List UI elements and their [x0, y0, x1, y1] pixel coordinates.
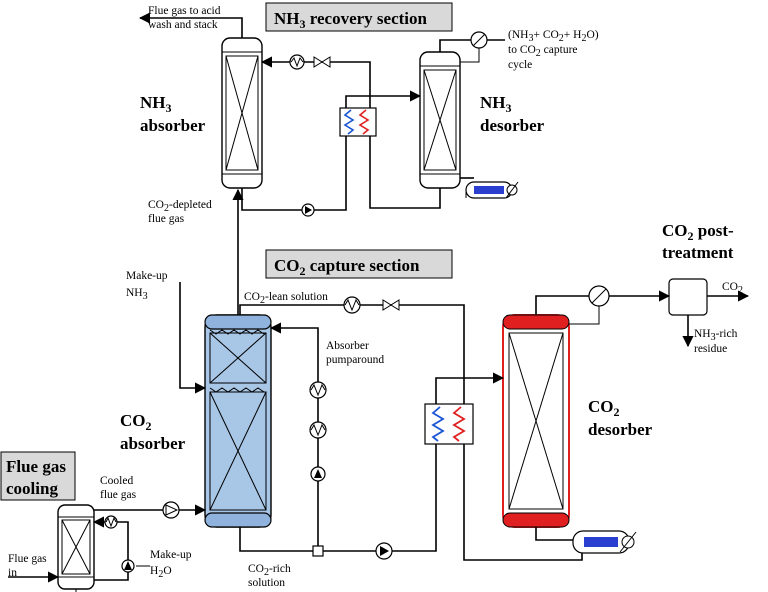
svg-text:CO2 post-: CO2 post-	[662, 221, 734, 243]
co2-product-label: CO2	[722, 281, 743, 296]
nh3-recovery-section-label: NH3 recovery section	[265, 2, 453, 32]
co2-reboiler	[572, 530, 637, 554]
nh3-rich-residue-label: NH3-rich residue	[694, 328, 738, 355]
lean-solution-valve-icon	[382, 299, 400, 311]
svg-text:Make-up: Make-up	[126, 270, 168, 282]
svg-text:residue: residue	[694, 343, 727, 355]
svg-text:Make-up: Make-up	[150, 549, 192, 561]
nh3-cross-heat-exchanger	[339, 107, 377, 137]
svg-text:wash and stack: wash and stack	[148, 19, 218, 31]
flue-gas-blower-icon	[162, 501, 180, 519]
svg-text:CO2: CO2	[722, 281, 743, 296]
co2-desorber-column	[502, 314, 570, 528]
recycle-to-co2-capture-label: (NH3+ CO2+ H2O) to CO2 capture cycle	[508, 29, 599, 71]
svg-text:Flue gas: Flue gas	[6, 457, 66, 476]
co2-absorber-label: CO2 absorber	[120, 411, 186, 453]
svg-text:Flue gas: Flue gas	[8, 553, 47, 565]
nh3-desorber-label: NH3 desorber	[480, 93, 545, 135]
flue-gas-to-acid-wash-label: Flue gas to acid wash and stack	[148, 5, 221, 31]
nh3-desorber-column	[419, 51, 461, 189]
nh3-absorber-label: NH3 absorber	[140, 93, 206, 135]
co2-section-piping	[94, 282, 750, 561]
flue-gas-cooling-section-label: Flue gas cooling	[0, 451, 76, 501]
svg-text:Flue gas to acid: Flue gas to acid	[148, 5, 221, 17]
svg-text:CO2-depleted: CO2-depleted	[148, 199, 212, 214]
flue-gas-in-label: Flue gas in	[8, 553, 47, 579]
svg-text:CO2: CO2	[588, 397, 620, 419]
svg-text:NH3 recovery section: NH3 recovery section	[274, 9, 428, 31]
svg-text:flue gas: flue gas	[148, 213, 185, 225]
co2-desorber-label: CO2 desorber	[588, 397, 653, 439]
nh3-reboiler	[465, 181, 519, 199]
svg-text:desorber: desorber	[480, 116, 545, 135]
svg-text:NH3: NH3	[140, 93, 172, 115]
svg-text:H2O: H2O	[150, 565, 172, 580]
lean-solution-cooler-icon	[343, 296, 361, 314]
svg-text:CO2 capture section: CO2 capture section	[274, 256, 420, 278]
svg-text:NH3: NH3	[126, 287, 148, 302]
svg-text:cycle: cycle	[508, 59, 532, 71]
nh3-lean-valve-icon	[313, 56, 331, 68]
nh3-absorber-column	[221, 37, 263, 189]
svg-text:flue gas: flue gas	[100, 489, 137, 501]
svg-text:CO2: CO2	[120, 411, 152, 433]
nh3-overhead-condenser-icon	[470, 31, 488, 49]
make-up-nh3-label: Make-up NH3	[126, 270, 168, 302]
nh3-lean-cooler-icon	[289, 54, 305, 70]
svg-text:Cooled: Cooled	[100, 475, 133, 487]
svg-text:CO2-rich: CO2-rich	[248, 563, 291, 578]
pumparound-cooler-2-icon	[309, 421, 327, 439]
svg-text:absorber: absorber	[120, 434, 186, 453]
co2-overhead-condenser-icon	[588, 285, 610, 307]
co2-post-treatment-label: CO2 post- treatment	[662, 221, 734, 262]
flue-gas-cooler-column	[57, 504, 95, 590]
cooled-flue-gas-label: Cooled flue gas	[100, 475, 137, 501]
svg-text:cooling: cooling	[6, 479, 58, 498]
svg-text:in: in	[8, 567, 17, 579]
svg-text:CO2-lean solution: CO2-lean solution	[244, 291, 328, 306]
co2-absorber-column	[204, 314, 272, 528]
svg-text:(NH3+ CO2+ H2O): (NH3+ CO2+ H2O)	[508, 29, 599, 44]
pumparound-pump-icon	[310, 466, 326, 482]
quench-water-pump-icon	[121, 559, 135, 573]
co2-capture-section-label: CO2 capture section	[265, 249, 453, 279]
rich-solution-splitter-icon	[312, 545, 324, 557]
svg-text:to CO2 capture: to CO2 capture	[508, 44, 578, 59]
svg-text:Absorber: Absorber	[326, 340, 369, 352]
svg-text:absorber: absorber	[140, 116, 206, 135]
svg-text:solution: solution	[248, 577, 285, 589]
nh3-rich-pump-icon	[301, 203, 315, 217]
svg-text:desorber: desorber	[588, 420, 653, 439]
pumparound-cooler-1-icon	[309, 381, 327, 399]
co2-depleted-flue-gas-label: CO2-depleted flue gas	[148, 199, 212, 225]
rich-solution-pump-icon	[375, 542, 393, 560]
svg-text:NH3: NH3	[480, 93, 512, 115]
svg-text:NH3-rich: NH3-rich	[694, 328, 738, 343]
co2-post-treatment-unit	[668, 278, 708, 316]
svg-text:treatment: treatment	[662, 243, 734, 262]
co2-rich-solution-label: CO2-rich solution	[248, 563, 291, 589]
co2-cross-heat-exchanger	[424, 403, 474, 445]
co2-lean-solution-label: CO2-lean solution	[244, 291, 328, 306]
svg-text:pumparound: pumparound	[326, 354, 384, 366]
make-up-h2o-label: Make-up H2O	[150, 549, 192, 580]
quench-water-cooler-icon	[104, 515, 118, 529]
absorber-pumparound-label: Absorber pumparound	[326, 340, 384, 366]
